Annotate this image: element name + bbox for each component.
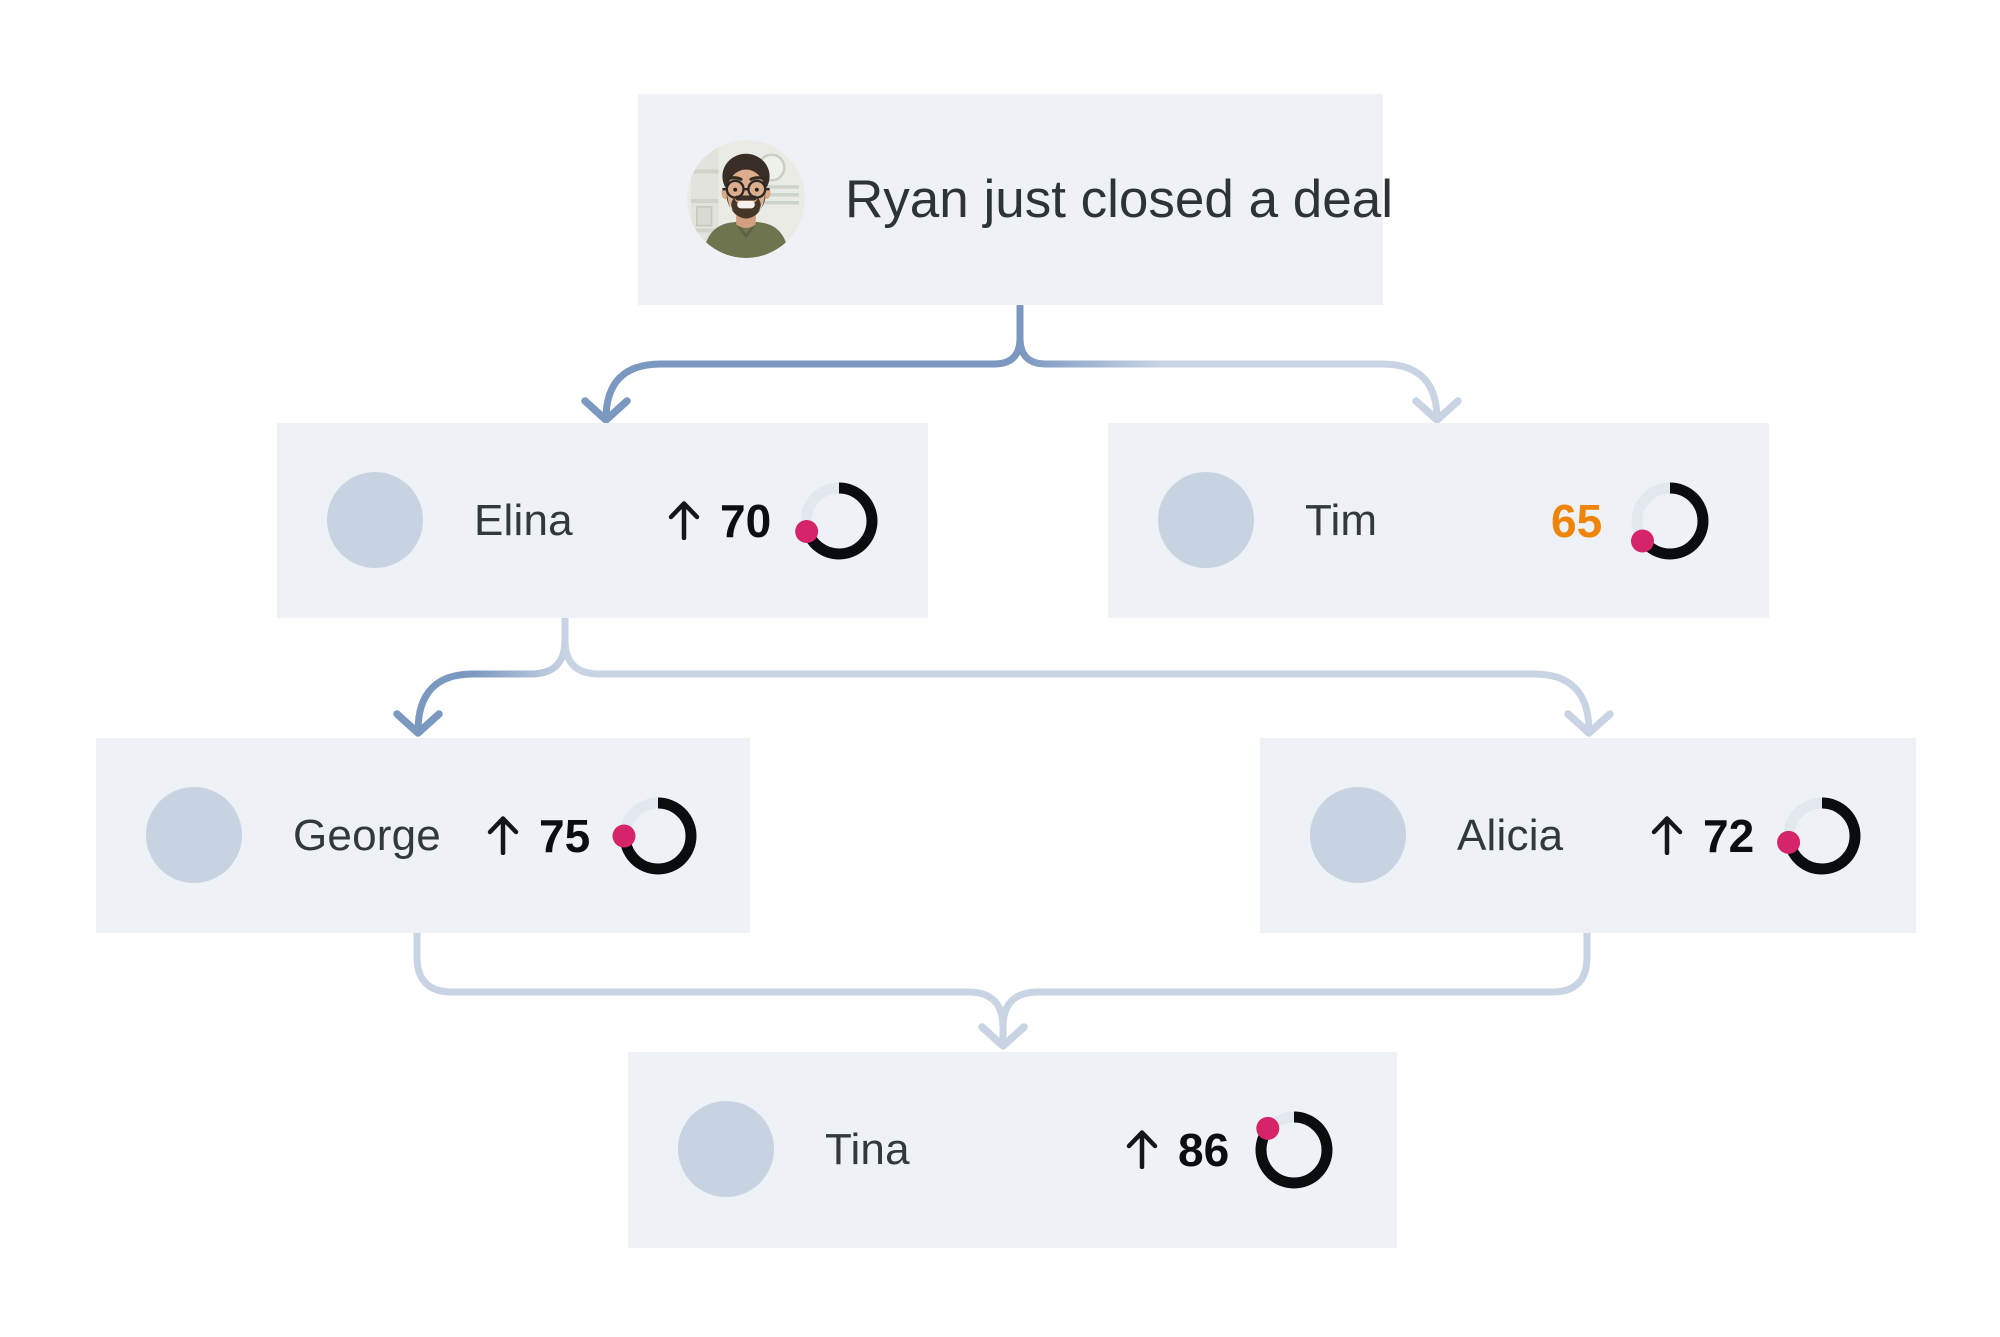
trend-up-icon (1651, 816, 1683, 855)
arrowhead-down-icon (1412, 397, 1462, 424)
root-event-card[interactable]: Ryan just closed a deal (638, 94, 1393, 305)
trend-up-icon (1126, 1130, 1158, 1169)
arrowhead-down-icon (978, 1023, 1028, 1050)
score-gauge (1777, 797, 1861, 875)
link-alicia-tina (999, 927, 1591, 1031)
score-value: 70 (720, 494, 772, 547)
link-ryan-elina (602, 302, 1024, 423)
score-gauge (795, 482, 878, 560)
arrowhead-down-icon (581, 397, 631, 424)
person-name: Tim (1305, 495, 1378, 545)
link-elina-george (414, 636, 569, 735)
person-name: Tina (825, 1125, 910, 1174)
org-node-tina[interactable]: Tina 86 (628, 1052, 1397, 1248)
arrowhead-down-icon (393, 710, 443, 737)
avatar-placeholder (146, 787, 242, 883)
score-gauge (1255, 1111, 1333, 1189)
person-name: Elina (474, 495, 573, 545)
ryan-avatar-photo (687, 140, 805, 258)
org-node-alicia[interactable]: Alicia 72 (1260, 738, 1916, 933)
org-node-elina[interactable]: Elina 70 (277, 423, 928, 618)
arrowhead-down-icon (1564, 710, 1614, 737)
score-value: 75 (539, 809, 591, 862)
event-title: Ryan just closed a deal (845, 170, 1393, 229)
person-name: Alicia (1457, 810, 1564, 860)
link-elina-alicia (561, 612, 1593, 735)
org-node-tim[interactable]: Tim 65 (1108, 423, 1769, 618)
avatar-placeholder (327, 472, 423, 568)
avatar-placeholder (1310, 787, 1406, 883)
score-value: 86 (1178, 1124, 1230, 1176)
score-gauge (612, 797, 697, 875)
score-value: 72 (1703, 809, 1755, 862)
score-value: 65 (1551, 494, 1603, 547)
org-node-george[interactable]: George 75 (96, 738, 750, 933)
link-ryan-tim (1016, 334, 1441, 423)
ryan-portrait-illustration (687, 140, 805, 258)
person-name: George (293, 810, 441, 860)
avatar-placeholder (1158, 472, 1254, 568)
avatar-placeholder (678, 1101, 774, 1197)
link-george-tina (413, 927, 1007, 1046)
score-gauge (1630, 482, 1709, 560)
trend-up-icon (487, 816, 519, 855)
trend-up-icon (668, 501, 700, 540)
